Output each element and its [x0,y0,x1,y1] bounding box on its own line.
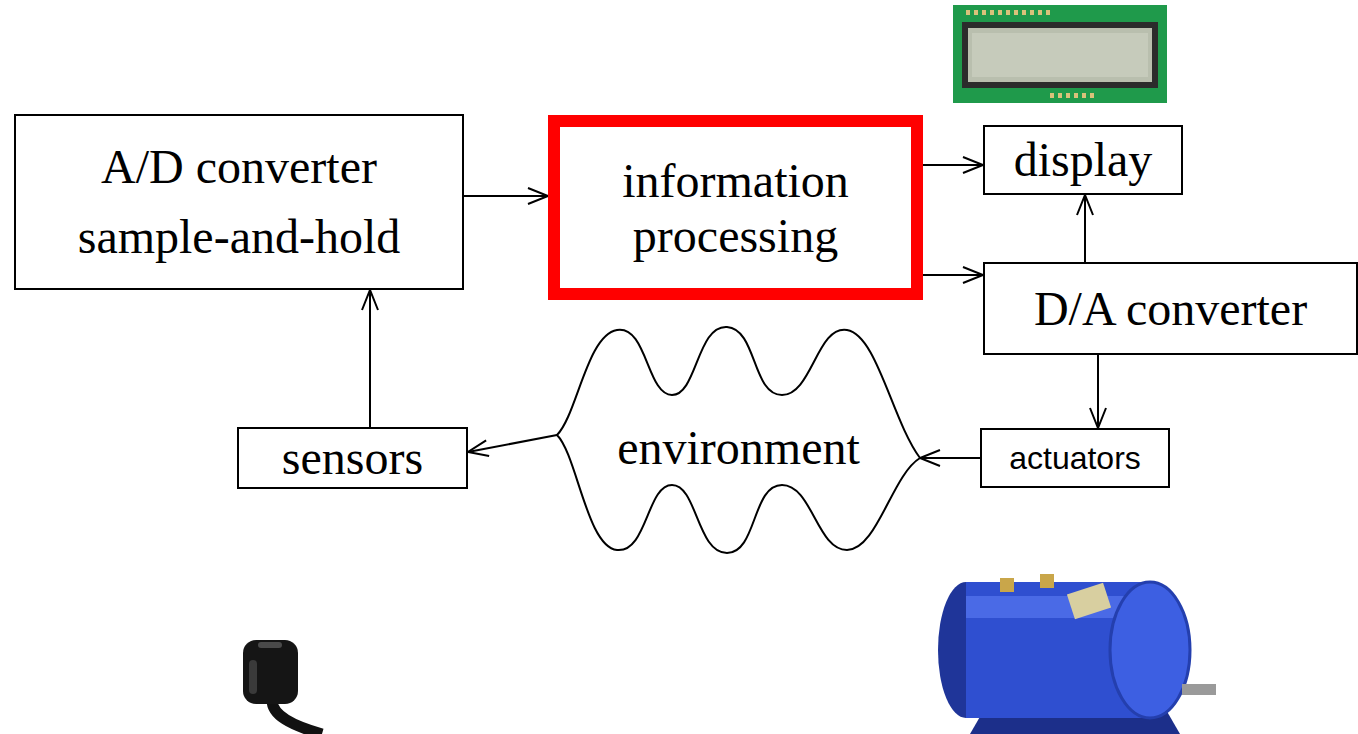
node-label: A/D converter sample-and-hold [69,132,409,272]
mic-cable [272,700,322,734]
motor-terminal [1000,578,1014,592]
arrow-connector [1084,195,1086,262]
microphone-picture [243,640,322,734]
motor-terminal [1040,574,1054,588]
arrow-connector [369,290,371,427]
node-label: display [1014,134,1153,186]
arrow-connector [464,195,548,197]
lcd-window [968,28,1152,82]
mic-head [243,640,298,704]
pcb [953,5,1167,103]
node-label: information processing [560,153,911,263]
converter-box: D/A converter [983,262,1358,355]
lcd-pins [966,10,1094,98]
node-label: sensors [282,433,423,483]
lcd-picture [953,5,1167,103]
sensor-box: sensors [237,427,468,489]
motor-face [1110,582,1190,718]
actuator-box: actuators [980,428,1170,488]
motor-picture [938,574,1216,734]
arrow-connector [923,274,983,276]
arrow-connector [923,164,983,166]
arrow-connector [920,457,980,459]
display-box: display [983,125,1183,195]
lcd-glass [972,33,1148,77]
arrow-connector [1097,355,1099,428]
converter-box: A/D converter sample-and-hold [14,114,464,290]
mic-highlight [249,660,257,694]
mic-slot [258,642,282,648]
environment-cloud: environment [557,325,920,555]
lcd-frame [962,22,1158,88]
node-label: D/A converter [1034,283,1307,335]
processing-box: information processing [548,115,923,300]
node-label: actuators [1009,440,1141,476]
motor-plate [1067,583,1111,619]
arrow-connector [468,435,557,452]
node-label: environment [617,422,860,474]
motor-shaft [1182,684,1216,695]
